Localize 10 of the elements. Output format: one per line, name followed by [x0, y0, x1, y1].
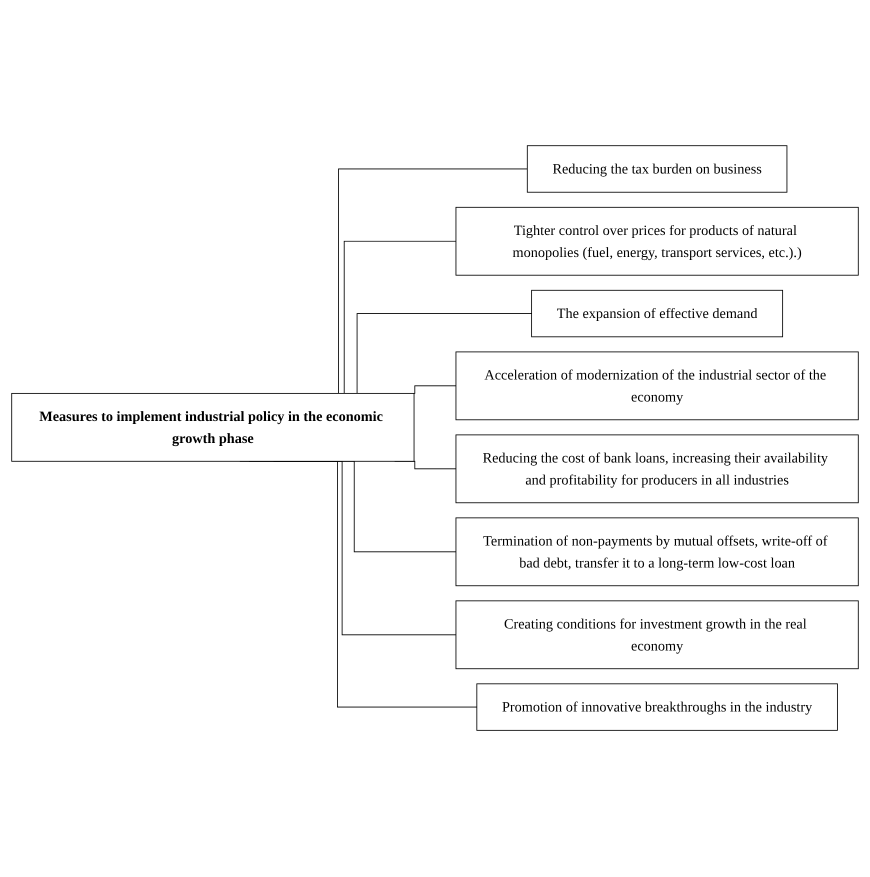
node-box — [476, 684, 838, 732]
node-box — [456, 434, 859, 504]
node-box — [456, 600, 859, 670]
tree-diagram: Measures to implement industrial policy in the economic growth phase Reducing the tax burden on business Tighter control over prices for products of natural monopolies (fuel, energy, transport services, etc.).) The expansion of effective demand Acceleration of modernization of the industrial sector of the economy Reducing the cost of bank loans, increasing their availability and profitability for producers in all industries Termination of non-payments by mutual offsets, write-off of bad debt, transfer it to a long-term low-cost loan Creating conditions for investment growth in the real economy Promotion of innovative breakthroughs in the industry — [5, 139, 865, 738]
node-box — [456, 518, 859, 587]
node-box — [11, 393, 414, 462]
node-box — [456, 352, 859, 421]
node-box — [531, 290, 784, 338]
node-box — [526, 146, 788, 194]
node-box — [456, 207, 859, 276]
